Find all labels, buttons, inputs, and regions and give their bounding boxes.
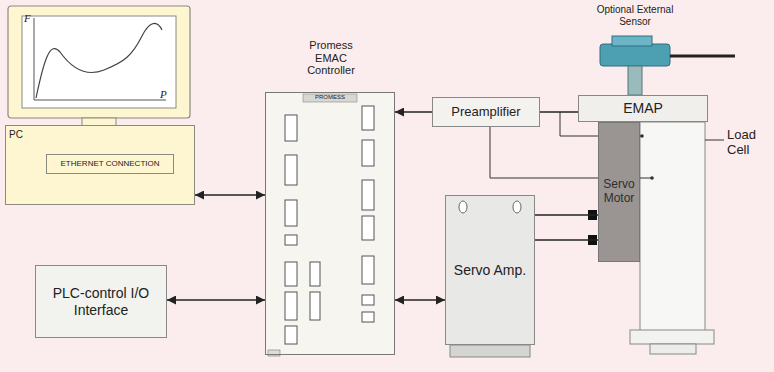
monitor-screen [22, 16, 176, 108]
part-label: Load Cell [727, 128, 772, 158]
connector [395, 111, 432, 112]
node-text: Servo Motor [602, 178, 636, 206]
connector [540, 111, 578, 112]
connector [535, 239, 598, 240]
press-flange [630, 330, 714, 344]
leader-line [705, 140, 724, 141]
brand-plate-text: PROMESS [303, 94, 357, 101]
plc-box: PLC-control I/O Interface [35, 265, 167, 338]
servo-amp-box: Servo Amp. [445, 195, 535, 345]
node-text: Servo Amp. [454, 262, 526, 278]
connector [167, 299, 265, 300]
emap-box: EMAP [578, 95, 708, 122]
node-heading: Promess EMAC Controller [296, 39, 366, 77]
press-tip [650, 344, 696, 354]
axis-label: P [160, 88, 174, 101]
pc-box: PC ETHERNET CONNECTION [5, 125, 195, 205]
preamplifier-box: Preamplifier [432, 97, 540, 127]
sensor-head [612, 36, 652, 46]
controller-body [265, 92, 395, 355]
mount-hole [513, 201, 521, 213]
monitor-frame [8, 6, 190, 118]
node-text: ETHERNET CONNECTION [61, 159, 160, 168]
connector [535, 214, 598, 215]
press-column [640, 122, 705, 332]
controller-slots [285, 106, 374, 344]
chart-axis [34, 100, 166, 101]
servo-amp-body [445, 195, 535, 345]
servo-amp-base [450, 345, 530, 357]
node-text: PC [9, 129, 23, 141]
connector [395, 299, 445, 300]
ethernet-box: ETHERNET CONNECTION [46, 154, 174, 174]
servo-motor-box: Servo Motor [598, 122, 640, 262]
node-text: PLC-control I/O Interface [39, 285, 163, 317]
axis-label: F [24, 12, 38, 25]
part-label: Optional External Sensor [580, 4, 690, 27]
name-plate [303, 94, 357, 102]
mount-hole [459, 201, 467, 213]
external-sensor [600, 44, 670, 66]
controller-box: Promess EMAC Controller [265, 92, 395, 355]
connector [195, 194, 265, 195]
node-text: EMAP [623, 100, 663, 116]
node-text: Preamplifier [451, 105, 520, 120]
sensor-rod [670, 55, 735, 58]
chart-curve [36, 23, 162, 98]
sensor-mount [628, 66, 642, 95]
chart-axis [34, 18, 35, 100]
